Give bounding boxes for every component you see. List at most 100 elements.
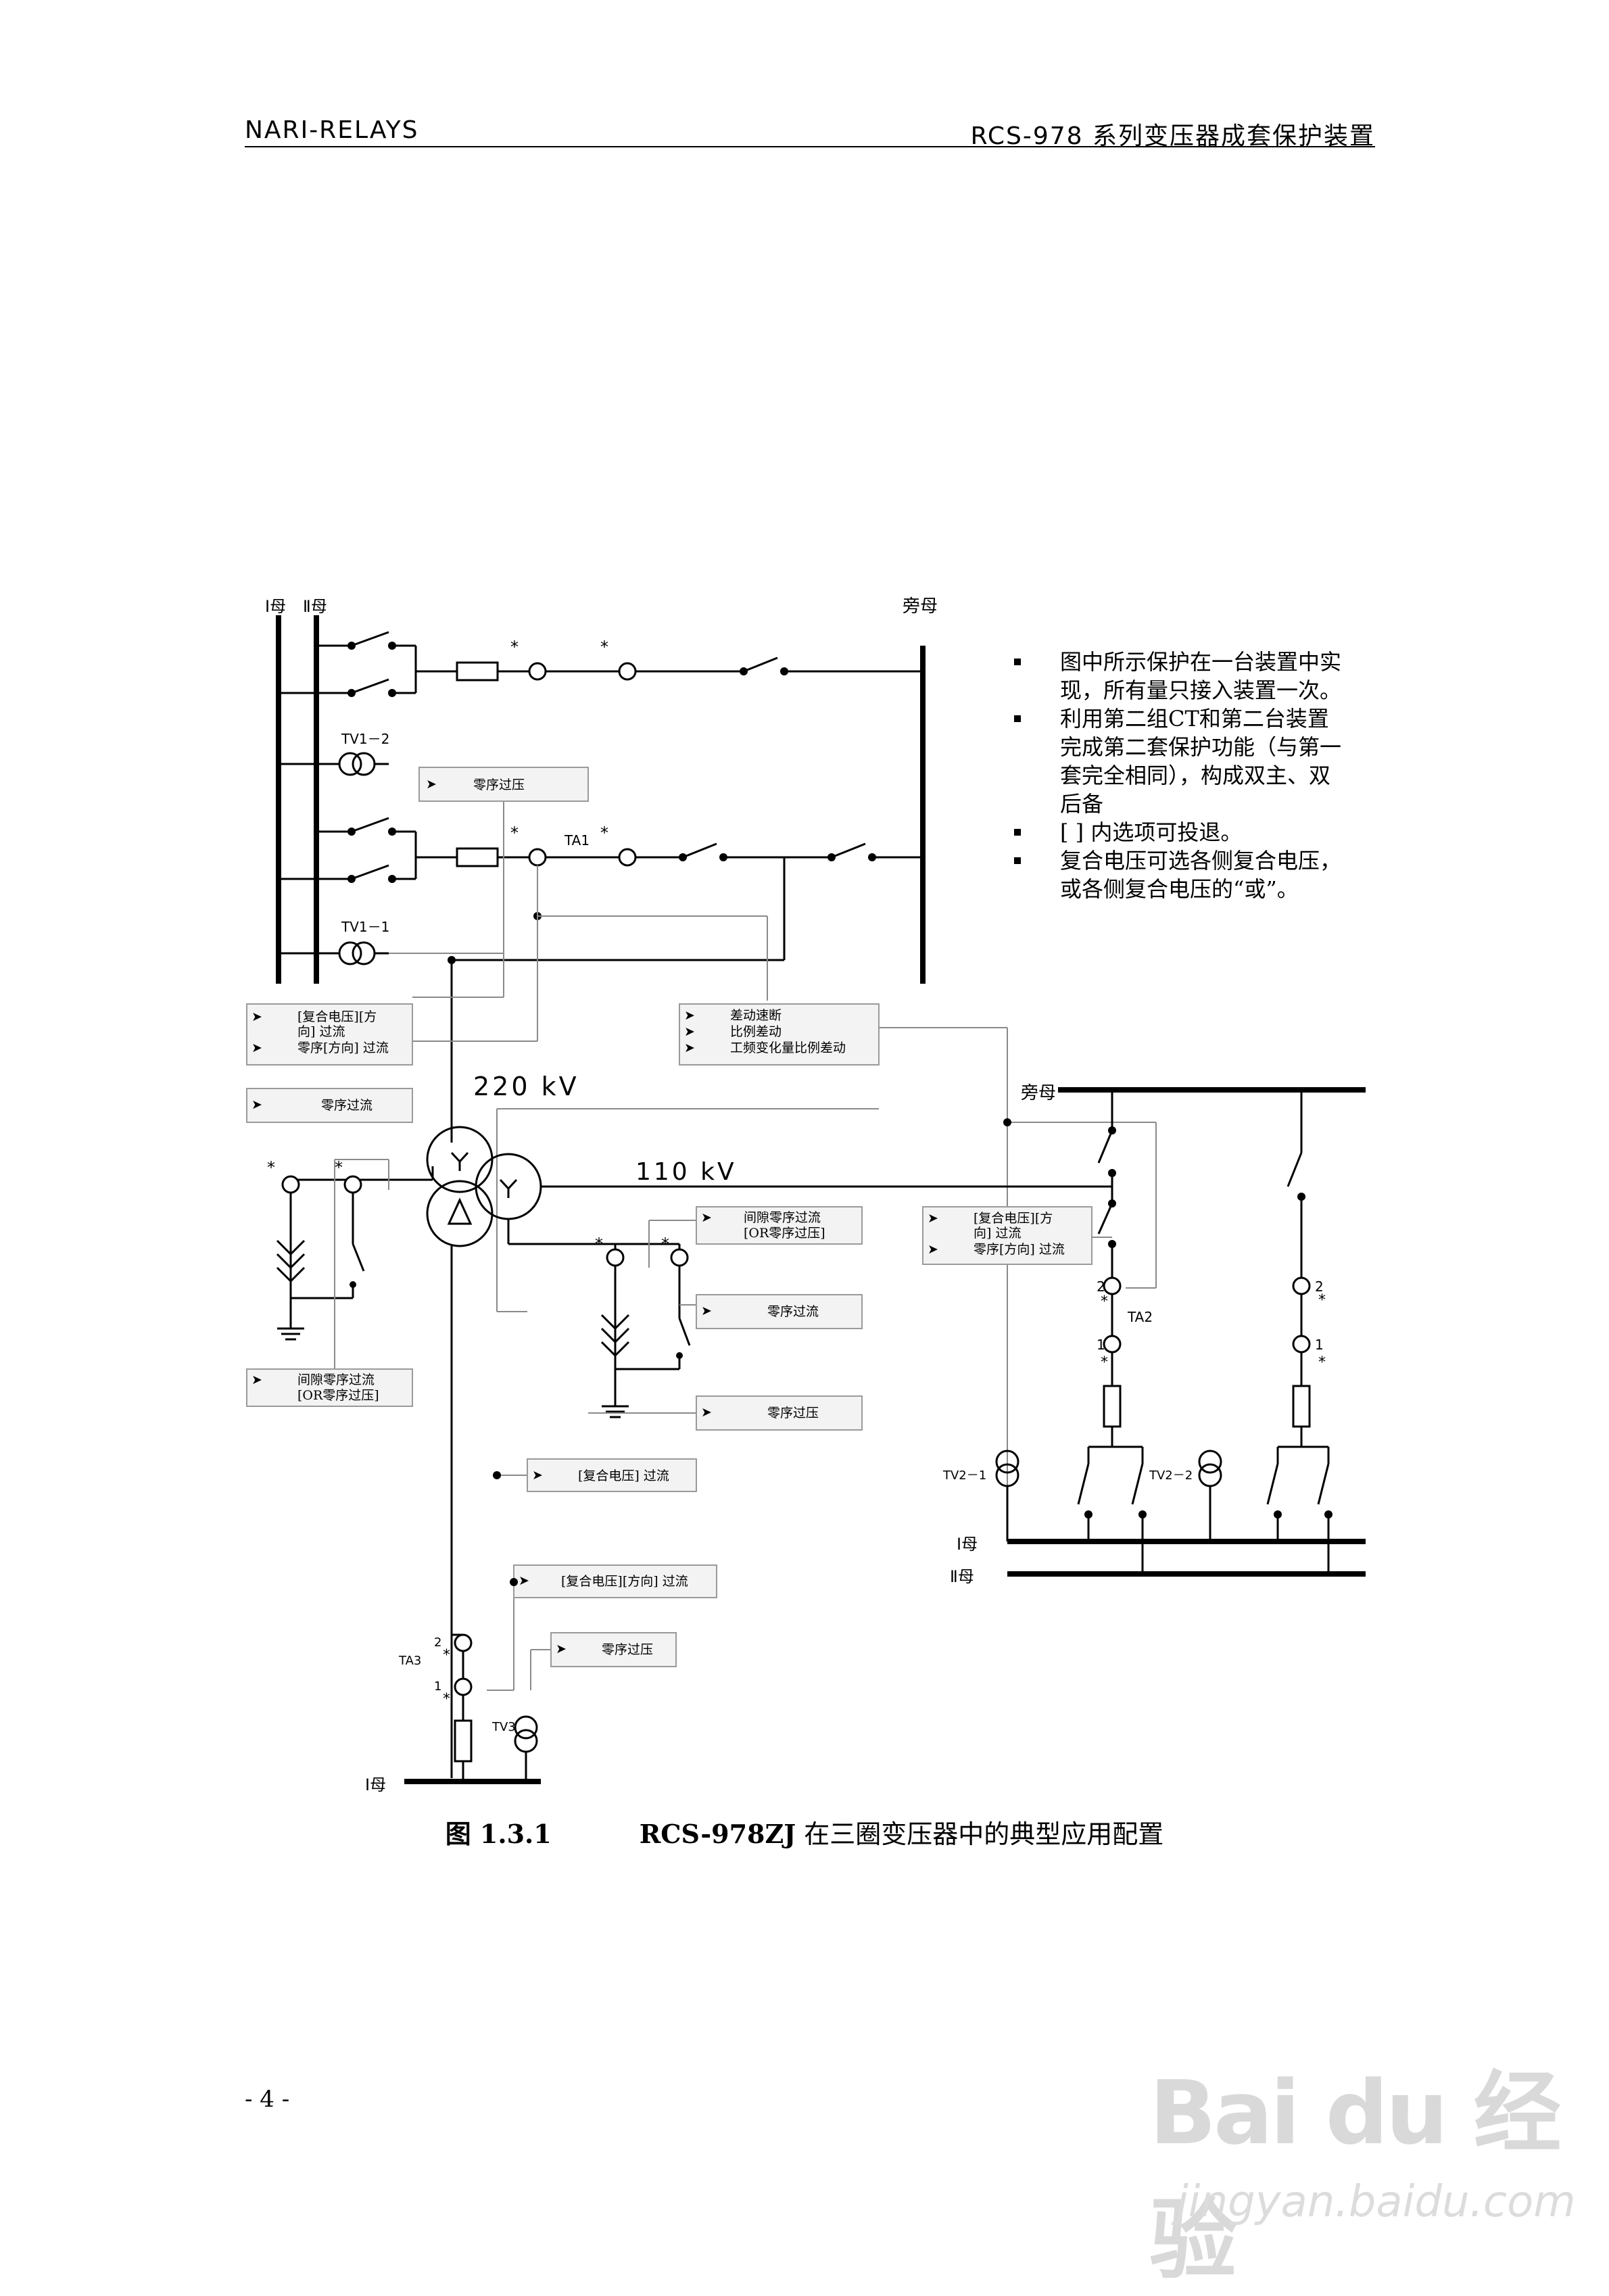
ta2-label: TA2 bbox=[1127, 1309, 1153, 1325]
svg-text:➤: ➤ bbox=[519, 1573, 529, 1588]
svg-text:向] 过流: 向] 过流 bbox=[974, 1226, 1021, 1241]
box-lv-comp-oc: ➤ [复合电压] 过流 bbox=[527, 1458, 697, 1492]
ct-star: * bbox=[510, 638, 519, 656]
tv1-2 bbox=[279, 752, 389, 776]
svg-text:➤: ➤ bbox=[556, 1642, 567, 1656]
hv-neutral-ct2 bbox=[343, 1175, 362, 1194]
mv-neutral bbox=[507, 1219, 691, 1418]
watermark: Bai du 经验 jingyan.baidu.com bbox=[1136, 2042, 1609, 2291]
svg-text:➤: ➤ bbox=[251, 1009, 262, 1024]
mv-ct1-ta2 bbox=[1103, 1335, 1122, 1354]
svg-text:➤: ➤ bbox=[684, 1008, 695, 1023]
svg-text:[复合电压][方: [复合电压][方 bbox=[974, 1211, 1053, 1226]
box-gap-hv: ➤ 间隙零序过流 [OR零序过压] bbox=[246, 1368, 413, 1407]
hv-bus-i-label: Ⅰ母 bbox=[265, 597, 286, 616]
mv-bus-i-label: Ⅰ母 bbox=[957, 1535, 978, 1554]
hv-neutral-ct1 bbox=[281, 1175, 300, 1194]
hv-ct2-bay1 bbox=[618, 662, 637, 681]
svg-text:零序过压: 零序过压 bbox=[767, 1406, 819, 1420]
ct-number: 2 bbox=[1315, 1278, 1324, 1295]
watermark-brand: Bai du 经验 bbox=[1149, 2061, 1562, 2291]
lv-ct2-ta3 bbox=[454, 1633, 473, 1652]
svg-text:➤: ➤ bbox=[684, 1024, 695, 1039]
svg-text:间隙零序过流: 间隙零序过流 bbox=[744, 1210, 821, 1225]
transformer bbox=[426, 1126, 542, 1778]
lv-ct1-ta3 bbox=[454, 1677, 473, 1696]
mv-ct2-bay2 bbox=[1292, 1276, 1311, 1295]
hv-busbars bbox=[276, 615, 926, 984]
ct-number: 1 bbox=[434, 1679, 441, 1694]
ct-star: * bbox=[510, 823, 519, 842]
mv-busbars bbox=[1007, 1087, 1366, 1577]
svg-text:零序过压: 零序过压 bbox=[473, 778, 525, 792]
ta3-label: TA3 bbox=[398, 1654, 421, 1668]
svg-text:比例差动: 比例差动 bbox=[730, 1024, 782, 1039]
mv-bus-ii-label: Ⅱ母 bbox=[950, 1567, 974, 1586]
svg-text:[复合电压][方: [复合电压][方 bbox=[297, 1009, 377, 1024]
ct-star: * bbox=[335, 1158, 343, 1177]
ct-star: * bbox=[1318, 1292, 1326, 1309]
svg-text:[复合电压][方向] 过流: [复合电压][方向] 过流 bbox=[561, 1574, 688, 1589]
mv-bay-2 bbox=[1266, 1090, 1330, 1574]
ct-star: * bbox=[267, 1158, 275, 1177]
tv3-label: TV3 bbox=[491, 1720, 516, 1734]
note-item: 复合电压可选各侧复合电压，或各侧复合电压的“或”。 bbox=[1007, 846, 1345, 903]
svg-text:零序过流: 零序过流 bbox=[767, 1304, 819, 1319]
box-lv-comp-dir-oc: ➤ [复合电压][方向] 过流 bbox=[513, 1564, 717, 1598]
hv-neutral bbox=[276, 1166, 434, 1341]
tv2-1-label: TV2－1 bbox=[942, 1468, 986, 1483]
label-110kv: 110 kV bbox=[635, 1158, 737, 1186]
mv-neutral-ct2 bbox=[670, 1248, 689, 1267]
svg-text:➤: ➤ bbox=[701, 1210, 712, 1225]
label-220kv: 220 kV bbox=[473, 1072, 579, 1101]
box-mv-zero-ov: ➤ 零序过压 bbox=[696, 1395, 863, 1431]
hv-bay-2 bbox=[279, 817, 923, 1143]
ct-star: * bbox=[600, 823, 608, 842]
hv-bypass-label: 旁母 bbox=[903, 596, 938, 617]
svg-text:[OR零序过压]: [OR零序过压] bbox=[297, 1388, 379, 1403]
watermark-url: jingyan.baidu.com bbox=[1176, 2177, 1576, 2227]
header-rule bbox=[245, 146, 1375, 147]
svg-text:➤: ➤ bbox=[251, 1372, 262, 1387]
tv2-2 bbox=[1198, 1450, 1222, 1541]
note-item: 图中所示保护在一台装置中实现，所有量只接入装置一次。 bbox=[1007, 648, 1345, 704]
ct-number: 2 bbox=[1097, 1278, 1105, 1295]
ct-number: 1 bbox=[1097, 1337, 1105, 1353]
ct-star: * bbox=[1101, 1293, 1108, 1310]
svg-text:间隙零序过流: 间隙零序过流 bbox=[297, 1372, 375, 1387]
ct-star: * bbox=[600, 638, 608, 656]
hv-ct1-ta1 bbox=[528, 848, 547, 867]
svg-text:零序过压: 零序过压 bbox=[602, 1642, 653, 1657]
svg-text:零序[方向] 过流: 零序[方向] 过流 bbox=[297, 1041, 389, 1055]
svg-text:➤: ➤ bbox=[701, 1405, 712, 1420]
figure-model: RCS-978ZJ bbox=[639, 1819, 796, 1849]
hv-ct2-ta1 bbox=[618, 848, 637, 867]
hv-bus-ii-label: Ⅱ母 bbox=[303, 597, 327, 616]
box-mv-zero-oc: ➤ 零序过流 bbox=[696, 1294, 863, 1329]
header-left: NARI-RELAYS bbox=[245, 116, 419, 144]
hv-ct1-bay1 bbox=[528, 662, 547, 681]
ta1-label: TA1 bbox=[564, 832, 590, 848]
transformer-diagram: Ⅰ母 Ⅱ母 旁母 * * TV1－2 bbox=[246, 596, 1366, 1794]
svg-text:[复合电压] 过流: [复合电压] 过流 bbox=[578, 1468, 669, 1483]
note-item: 利用第二组CT和第二台装置完成第二套保护功能（与第一套完全相同），构成双主、双后… bbox=[1007, 704, 1345, 818]
box-diff: ➤ 差动速断 ➤ 比例差动 ➤ 工频变化量比例差动 bbox=[679, 1003, 880, 1066]
mv-bypass-label: 旁母 bbox=[1021, 1083, 1056, 1103]
tv1-2-label: TV1－2 bbox=[341, 731, 389, 747]
ct-number: 2 bbox=[434, 1635, 441, 1650]
lv-bay bbox=[454, 1651, 538, 1781]
ct-number: 1 bbox=[1315, 1337, 1324, 1353]
svg-text:[OR零序过压]: [OR零序过压] bbox=[744, 1226, 825, 1241]
tv2-2-label: TV2－2 bbox=[1149, 1468, 1193, 1483]
svg-text:➤: ➤ bbox=[701, 1304, 712, 1318]
mv-ct2-bay1 bbox=[1103, 1276, 1122, 1295]
box-zero-seq-ov-top: ➤ 零序过压 bbox=[418, 767, 589, 802]
svg-text:➤: ➤ bbox=[426, 777, 437, 792]
ct-star: * bbox=[443, 1647, 450, 1664]
mv-ct1-bay2 bbox=[1292, 1335, 1311, 1354]
ct-star: * bbox=[443, 1691, 450, 1708]
lv-bus-i-label: Ⅰ母 bbox=[365, 1775, 386, 1794]
header-right: RCS-978 系列变压器成套保护装置 bbox=[970, 122, 1375, 150]
ct-star: * bbox=[1318, 1354, 1326, 1371]
notes-list: 图中所示保护在一台装置中实现，所有量只接入装置一次。 利用第二组CT和第二台装置… bbox=[1007, 648, 1345, 903]
